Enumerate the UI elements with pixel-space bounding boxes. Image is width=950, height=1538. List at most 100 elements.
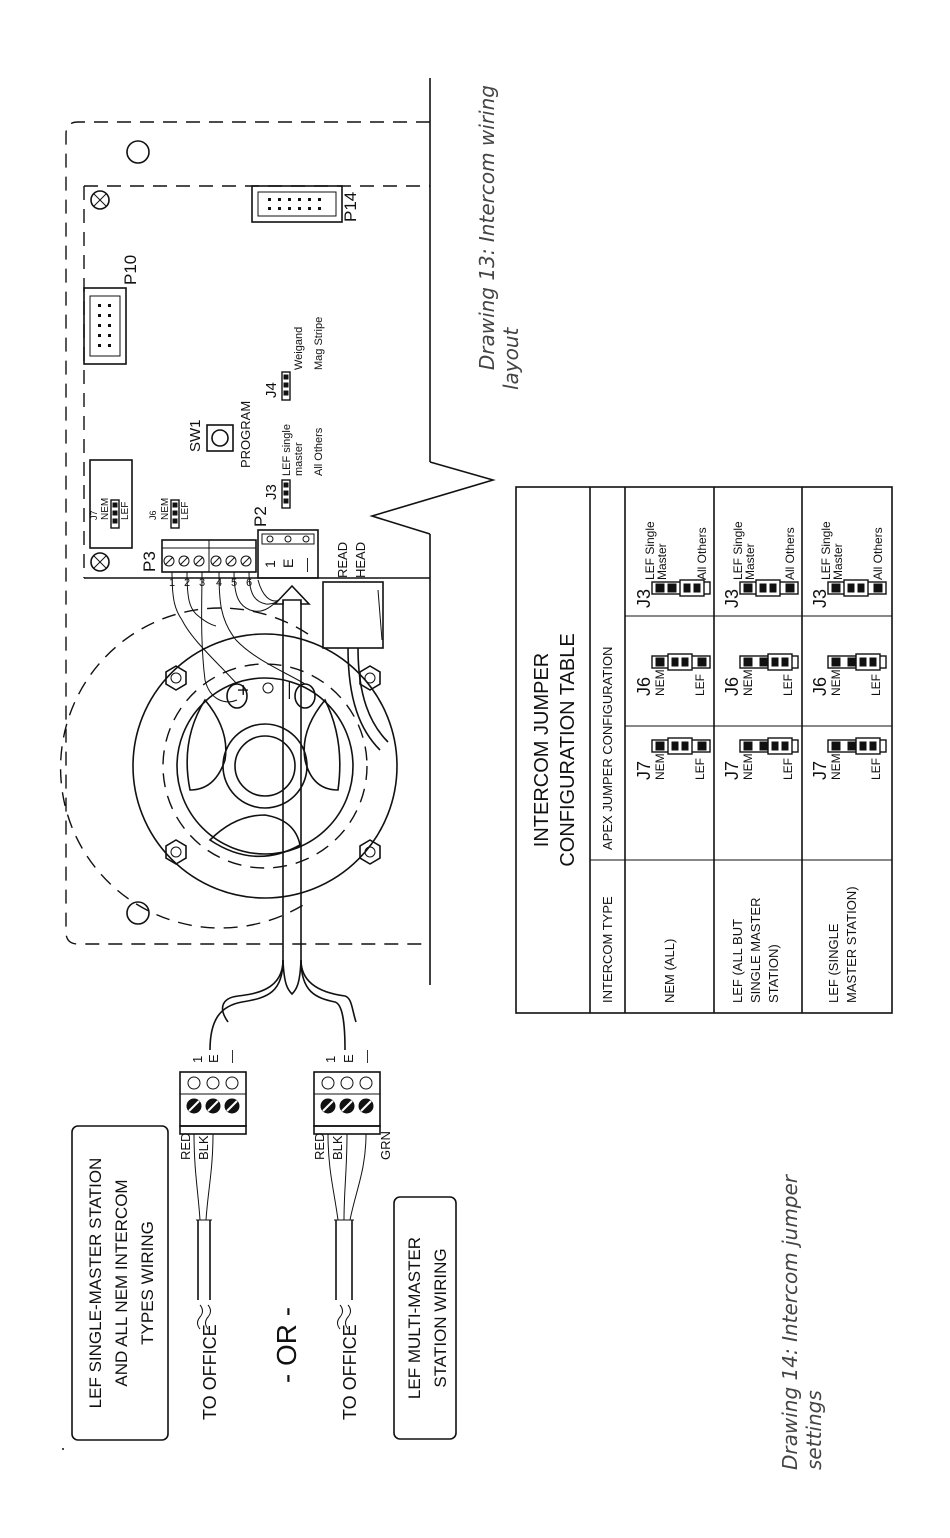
speaker-minus: — xyxy=(278,681,298,699)
p14-connector xyxy=(251,185,343,223)
row2-j7-label: J7 xyxy=(722,761,742,780)
row1-type: NEM (ALL) xyxy=(662,939,677,1003)
row2-j6-label: J6 xyxy=(722,677,742,696)
row3-j7-cell: J7 NEM LEF xyxy=(810,737,887,780)
col-apex-config: APEX JUMPER CONFIGURATION xyxy=(600,647,615,850)
box2-line2: STATION WIRING xyxy=(431,1248,450,1387)
page-mark xyxy=(62,1448,64,1450)
row3-j3-all-others: All Others xyxy=(871,527,885,580)
table-title-1: INTERCOM JUMPER xyxy=(531,653,553,847)
conn2-blk: BLK xyxy=(330,1135,345,1160)
p3-label: P3 xyxy=(140,551,159,572)
intercom-cable xyxy=(209,584,357,1051)
conn1-red: RED xyxy=(178,1133,193,1160)
row3-j7-label: J7 xyxy=(810,761,830,780)
j4-label: J4 xyxy=(263,382,280,398)
row1-j7-cell: J7 NEM LEF xyxy=(634,737,711,780)
row3-j7-nem: NEM xyxy=(829,753,843,780)
row2-j3-label: J3 xyxy=(722,589,742,608)
p10-label: P10 xyxy=(121,255,140,285)
relay-block xyxy=(89,459,133,549)
conn2-pin-minus: — xyxy=(359,1050,374,1063)
board-j7-nem: NEM xyxy=(100,498,111,520)
speaker: + — xyxy=(59,607,398,929)
board-j7-label: J7 xyxy=(89,510,99,520)
screw-icon xyxy=(90,552,110,572)
or-separator: - OR - xyxy=(271,1307,302,1383)
single-master-wiring-box: LEF SINGLE-MASTER STATION AND ALL NEM IN… xyxy=(71,1125,169,1441)
p2-pin-1: 1 xyxy=(262,560,278,568)
row2-j3-cell: J3 LEF Single Master All Others xyxy=(722,521,799,608)
conn2-pin-e: E xyxy=(341,1054,356,1063)
row3-j3-label: J3 xyxy=(810,589,830,608)
read-head-label-1: READ xyxy=(335,542,350,578)
row3-j6-nem: NEM xyxy=(829,669,843,696)
row2-type-line1: LEF (ALL BUT xyxy=(730,919,745,1003)
row3-j3-lef-single: LEF Single xyxy=(819,521,833,580)
conn2-wires xyxy=(327,1133,367,1330)
row2-j7-lef: LEF xyxy=(781,758,795,780)
row3-j3-master: Master xyxy=(831,543,845,580)
circuit-board: P10 P14 J7 NEM LEF J6 NEM LEF P3 xyxy=(83,185,430,751)
program-button xyxy=(206,424,234,452)
row1-j6-lef: LEF xyxy=(693,674,707,696)
speaker-plus: + xyxy=(233,684,255,696)
jumper-config-table: INTERCOM JUMPER CONFIGURATION TABLE INTE… xyxy=(515,486,893,1014)
board-j6-nem: NEM xyxy=(160,498,171,520)
row2-j3-lef-single: LEF Single xyxy=(731,521,745,580)
p3-pin-6: 6 xyxy=(246,577,252,589)
caption-drawing-14-cont: settings xyxy=(802,1390,826,1470)
p2-label: P2 xyxy=(251,506,270,527)
caption-drawing-14: Drawing 14: Intercom jumper xyxy=(778,1173,802,1470)
box1-line2: AND ALL NEM INTERCOM xyxy=(112,1179,131,1386)
mounting-plate xyxy=(65,78,496,985)
nut-icon xyxy=(359,839,381,865)
j3-master: master xyxy=(293,442,305,476)
screw-icon xyxy=(90,190,110,210)
conn1-pin-e: E xyxy=(206,1054,221,1063)
nut-icon xyxy=(359,665,381,691)
read-head xyxy=(322,581,384,649)
conn1-wires xyxy=(193,1133,214,1330)
box2-line1: LEF MULTI-MASTER xyxy=(405,1237,424,1399)
p2-connector xyxy=(257,529,319,579)
row2-j7-cell: J7 NEM LEF xyxy=(722,737,799,780)
row1-j3-lef-single: LEF Single xyxy=(643,521,657,580)
p2-pin-minus: — xyxy=(298,558,314,572)
row1-j7-nem: NEM xyxy=(653,753,667,780)
row2-type-line3: STATION) xyxy=(766,944,781,1003)
board-j6-lef: LEF xyxy=(180,502,191,520)
p2-pin-e: E xyxy=(280,559,296,568)
nut-icon xyxy=(165,665,187,691)
table-title-2: CONFIGURATION TABLE xyxy=(557,633,579,866)
row1-j3-master: Master xyxy=(655,543,669,580)
to-office-1: TO OFFICE xyxy=(200,1324,220,1420)
conn1-blk: BLK xyxy=(196,1135,211,1160)
j3-lef-single: LEF single xyxy=(281,424,293,476)
board-j6-jumper xyxy=(170,499,180,529)
program-label: PROGRAM xyxy=(238,401,253,468)
row1-j3-all-others: All Others xyxy=(695,527,709,580)
j4-weigand: Weigand xyxy=(293,327,305,370)
caption-drawing-13: Drawing 13: Intercom wiring xyxy=(475,85,499,370)
p14-label: P14 xyxy=(341,192,360,222)
read-head-label-2: HEAD xyxy=(353,542,368,578)
row1-j3-label: J3 xyxy=(634,589,654,608)
board-j6-label: J6 xyxy=(148,510,158,520)
row3-j6-cell: J6 NEM LEF xyxy=(810,653,887,696)
conn1-pin-1: 1 xyxy=(190,1056,205,1063)
board-j7-lef: LEF xyxy=(120,502,131,520)
col-intercom-type: INTERCOM TYPE xyxy=(600,896,615,1003)
board-j7-jumper xyxy=(110,499,120,529)
p3-terminal-block xyxy=(161,539,257,573)
j3-label: J3 xyxy=(263,484,280,500)
row3-j7-lef: LEF xyxy=(869,758,883,780)
conn2-red: RED xyxy=(312,1133,327,1160)
sw1-label: SW1 xyxy=(187,419,204,452)
to-office-2: TO OFFICE xyxy=(340,1324,360,1420)
connector-single-master: 1 E — xyxy=(179,1050,247,1135)
board-j3-jumper xyxy=(281,479,291,509)
row3-j6-lef: LEF xyxy=(869,674,883,696)
conn2-grn: GRN xyxy=(378,1131,393,1160)
